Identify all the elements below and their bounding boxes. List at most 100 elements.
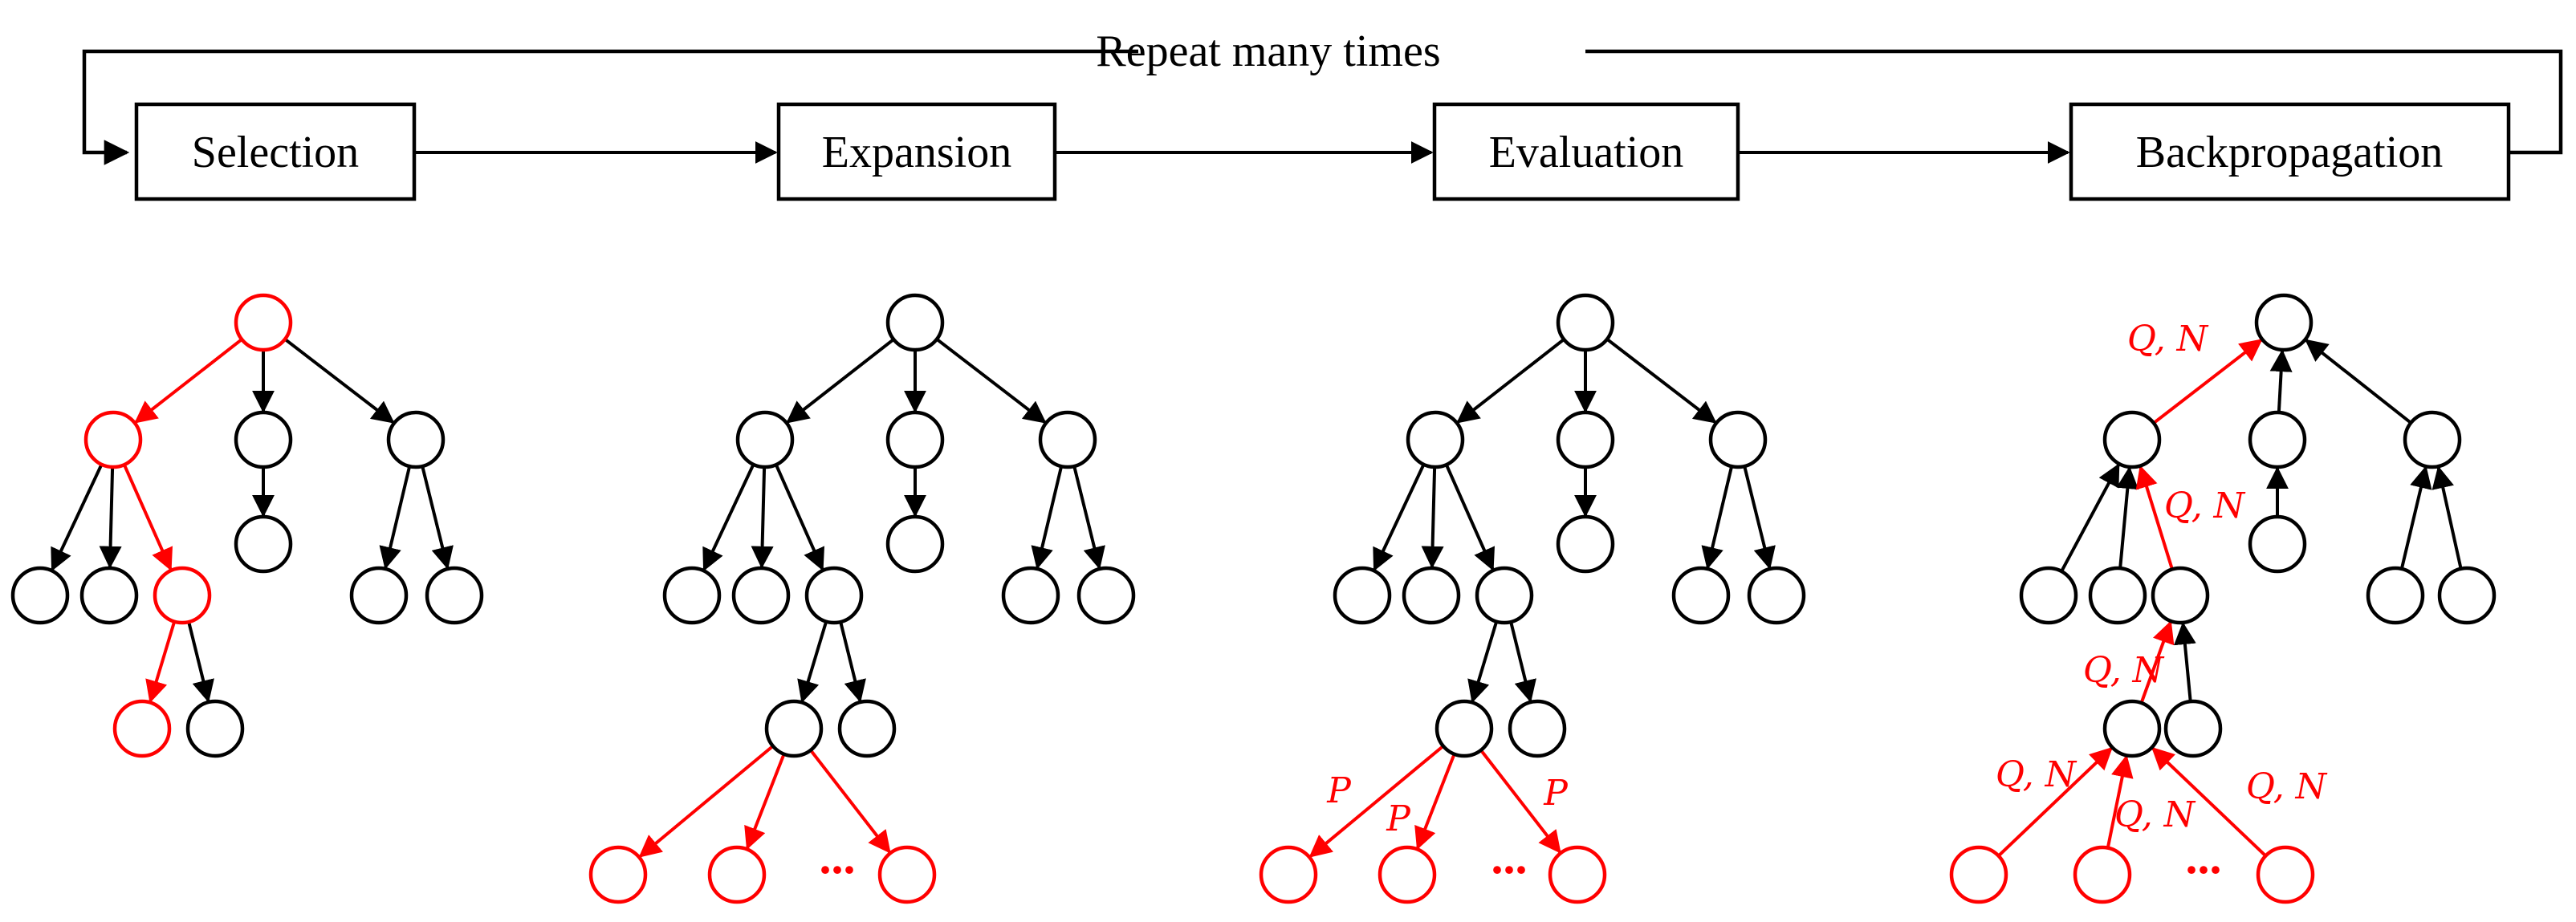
- tree-edge: [2173, 622, 2196, 702]
- tree-edge: [145, 620, 177, 704]
- tree-node: [877, 845, 937, 904]
- tree-node: [234, 293, 293, 352]
- step-label-selection: Selection: [192, 128, 359, 177]
- tree-edge: [379, 465, 412, 570]
- step-label-expansion: Expansion: [822, 128, 1011, 177]
- tree-node: [731, 566, 791, 625]
- ellipsis: ...: [2186, 831, 2222, 883]
- tree-node: [1508, 699, 1567, 758]
- tree-node: [1038, 410, 1097, 469]
- tree-edge: [2106, 754, 2134, 849]
- tree-edge: [935, 338, 1047, 424]
- tree-edge: [1509, 621, 1536, 703]
- tree-edge: [786, 338, 895, 424]
- tree-expansion: ...: [588, 293, 1136, 904]
- tree-edge: [2139, 620, 2175, 704]
- tree-edge: [1701, 465, 1734, 570]
- edge-label: P: [1386, 798, 1411, 839]
- tree-node: [425, 566, 484, 625]
- tree-edge: [51, 463, 104, 571]
- repeat-label: Repeat many times: [1096, 26, 1440, 76]
- tree-edge: [839, 621, 866, 703]
- trees: ...PPP...Q, NQ, NQ, NQ, NQ, NQ, N...: [10, 293, 2497, 904]
- tree-node: [112, 699, 172, 758]
- edge-label: P: [1326, 770, 1352, 811]
- tree-node: [1556, 514, 1615, 574]
- edge-label: P: [1543, 773, 1569, 814]
- tree-node: [1548, 845, 1607, 904]
- tree-edge: [638, 745, 775, 858]
- tree-edge: [702, 463, 755, 571]
- ellipsis: ...: [1491, 831, 1528, 883]
- tree-node: [1475, 566, 1534, 625]
- repeat-loop: Repeat many times: [82, 26, 2563, 165]
- tree-node: [885, 410, 945, 469]
- tree-edge: [2151, 746, 2267, 857]
- tree-node: [2366, 566, 2425, 625]
- tree-node: [2256, 845, 2315, 904]
- tree-node: [2403, 410, 2462, 469]
- step-selection: Selection: [134, 102, 417, 201]
- tree-selection: [10, 293, 484, 758]
- tree-node: [1556, 410, 1615, 469]
- tree-edge: [1997, 746, 2113, 857]
- tree-edge: [2135, 465, 2174, 571]
- tree-node: [2248, 514, 2307, 574]
- tree-node: [2073, 845, 2132, 904]
- tree-edge: [1743, 465, 1776, 570]
- tree-node: [1333, 566, 1392, 625]
- tree-node: [1402, 566, 1461, 625]
- tree-node: [764, 699, 824, 758]
- tree-edge: [744, 753, 786, 851]
- tree-node: [1076, 566, 1136, 625]
- tree-edge: [1444, 464, 1495, 571]
- tree-edge: [1479, 749, 1561, 854]
- tree-node: [885, 514, 945, 574]
- tree-edge: [1308, 745, 1445, 858]
- tree-node: [1406, 410, 1465, 469]
- tree-node: [234, 514, 293, 574]
- tree-node: [2437, 566, 2497, 625]
- tree-edge: [187, 621, 214, 703]
- tree-edge: [2399, 465, 2432, 570]
- tree-edge: [99, 466, 122, 569]
- tree-edge: [122, 464, 173, 571]
- tree-node: [79, 566, 139, 625]
- tree-node: [1671, 566, 1731, 625]
- step-label-evaluation: Evaluation: [1489, 128, 1684, 177]
- tree-node: [1556, 293, 1615, 352]
- tree-edge: [134, 338, 243, 424]
- tree-node: [2151, 566, 2210, 625]
- tree-edge: [774, 464, 824, 571]
- step-label-backpropagation: Backpropagation: [2136, 128, 2444, 177]
- edge-label: Q, N: [1996, 754, 2077, 795]
- edge-label: Q, N: [2246, 766, 2328, 807]
- tree-evaluation: PPP...: [1259, 293, 1806, 904]
- tree-edge: [1456, 338, 1565, 424]
- tree-node: [1435, 699, 1494, 758]
- ellipsis: ...: [820, 831, 856, 883]
- tree-edge: [1414, 753, 1456, 851]
- tree-node: [1949, 845, 2008, 904]
- tree-node: [2088, 566, 2147, 625]
- tree-edge: [751, 466, 774, 569]
- edge-label: Q, N: [2164, 485, 2246, 526]
- tree-node: [2254, 293, 2314, 352]
- tree-node: [386, 410, 446, 469]
- tree-edge: [1467, 620, 1499, 704]
- tree-node: [804, 566, 864, 625]
- tree-node: [234, 410, 293, 469]
- tree-node: [2019, 566, 2078, 625]
- tree-node: [1259, 845, 1318, 904]
- tree-node: [1378, 845, 1437, 904]
- tree-node: [349, 566, 409, 625]
- tree-node: [153, 566, 212, 625]
- tree-edge: [2432, 465, 2463, 570]
- tree-node: [1747, 566, 1806, 625]
- tree-node: [185, 699, 245, 758]
- tree-node: [588, 845, 648, 904]
- tree-edge: [283, 338, 395, 424]
- edge-label: Q, N: [2127, 319, 2209, 359]
- tree-edge: [797, 620, 828, 704]
